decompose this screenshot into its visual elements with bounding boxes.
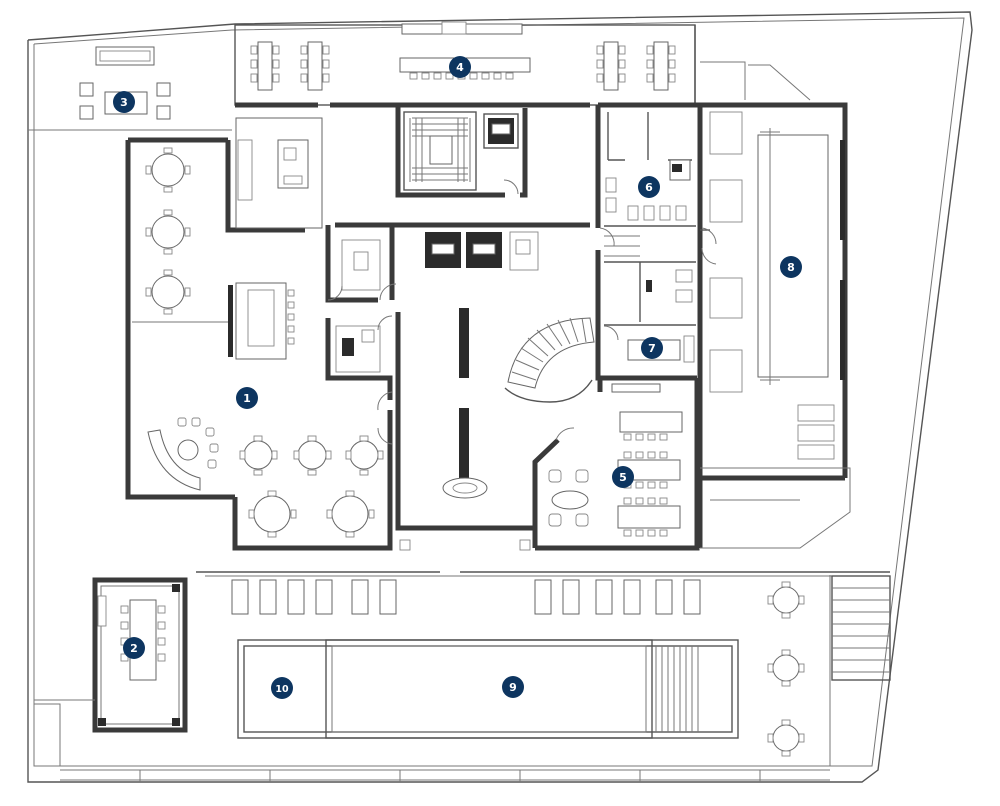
building-walls [125, 102, 848, 551]
exterior-stairs [831, 575, 891, 681]
restaurant-area [132, 117, 384, 538]
bar-counter [228, 282, 295, 360]
svg-text:5: 5 [619, 471, 627, 484]
room-marker-1: 1 [236, 387, 258, 409]
sun-loungers [231, 579, 701, 615]
room-marker-10: 10 [271, 677, 293, 699]
svg-text:2: 2 [130, 642, 138, 655]
pavilion [33, 577, 188, 767]
svg-text:1: 1 [243, 392, 251, 405]
svg-text:10: 10 [275, 684, 289, 695]
room-marker-2: 2 [123, 637, 145, 659]
stair-core [403, 111, 519, 191]
spiral-staircase [504, 317, 595, 403]
central-lobby [377, 308, 595, 551]
round-tables-left [145, 147, 191, 315]
room-marker-5: 5 [612, 466, 634, 488]
svg-text:9: 9 [509, 681, 517, 694]
terrace-edge [196, 571, 890, 766]
svg-text:8: 8 [787, 261, 795, 274]
svg-text:3: 3 [120, 96, 128, 109]
room-markers: 1 2 3 4 5 6 7 8 [113, 56, 802, 699]
lounge-terrace [28, 46, 232, 131]
back-of-house [599, 112, 717, 363]
lift-lobby [327, 179, 539, 373]
outdoor-pool [237, 639, 739, 739]
indoor-pool-hall [709, 111, 845, 460]
pool-house-outline [700, 61, 851, 549]
lounge-curved-sofa [147, 417, 219, 491]
room-marker-4: 4 [449, 56, 471, 78]
outdoor-tables [767, 581, 805, 757]
room-marker-8: 8 [780, 256, 802, 278]
room-marker-3: 3 [113, 91, 135, 113]
site-boundary [27, 11, 973, 783]
room-marker-6: 6 [638, 176, 660, 198]
room-marker-9: 9 [502, 676, 524, 698]
svg-text:4: 4 [456, 61, 464, 74]
private-dining [548, 383, 683, 537]
round-tables-right [239, 435, 384, 538]
room-marker-7: 7 [641, 337, 663, 359]
svg-text:7: 7 [648, 342, 656, 355]
svg-text:6: 6 [645, 181, 653, 194]
kitchen-counter [235, 117, 323, 229]
